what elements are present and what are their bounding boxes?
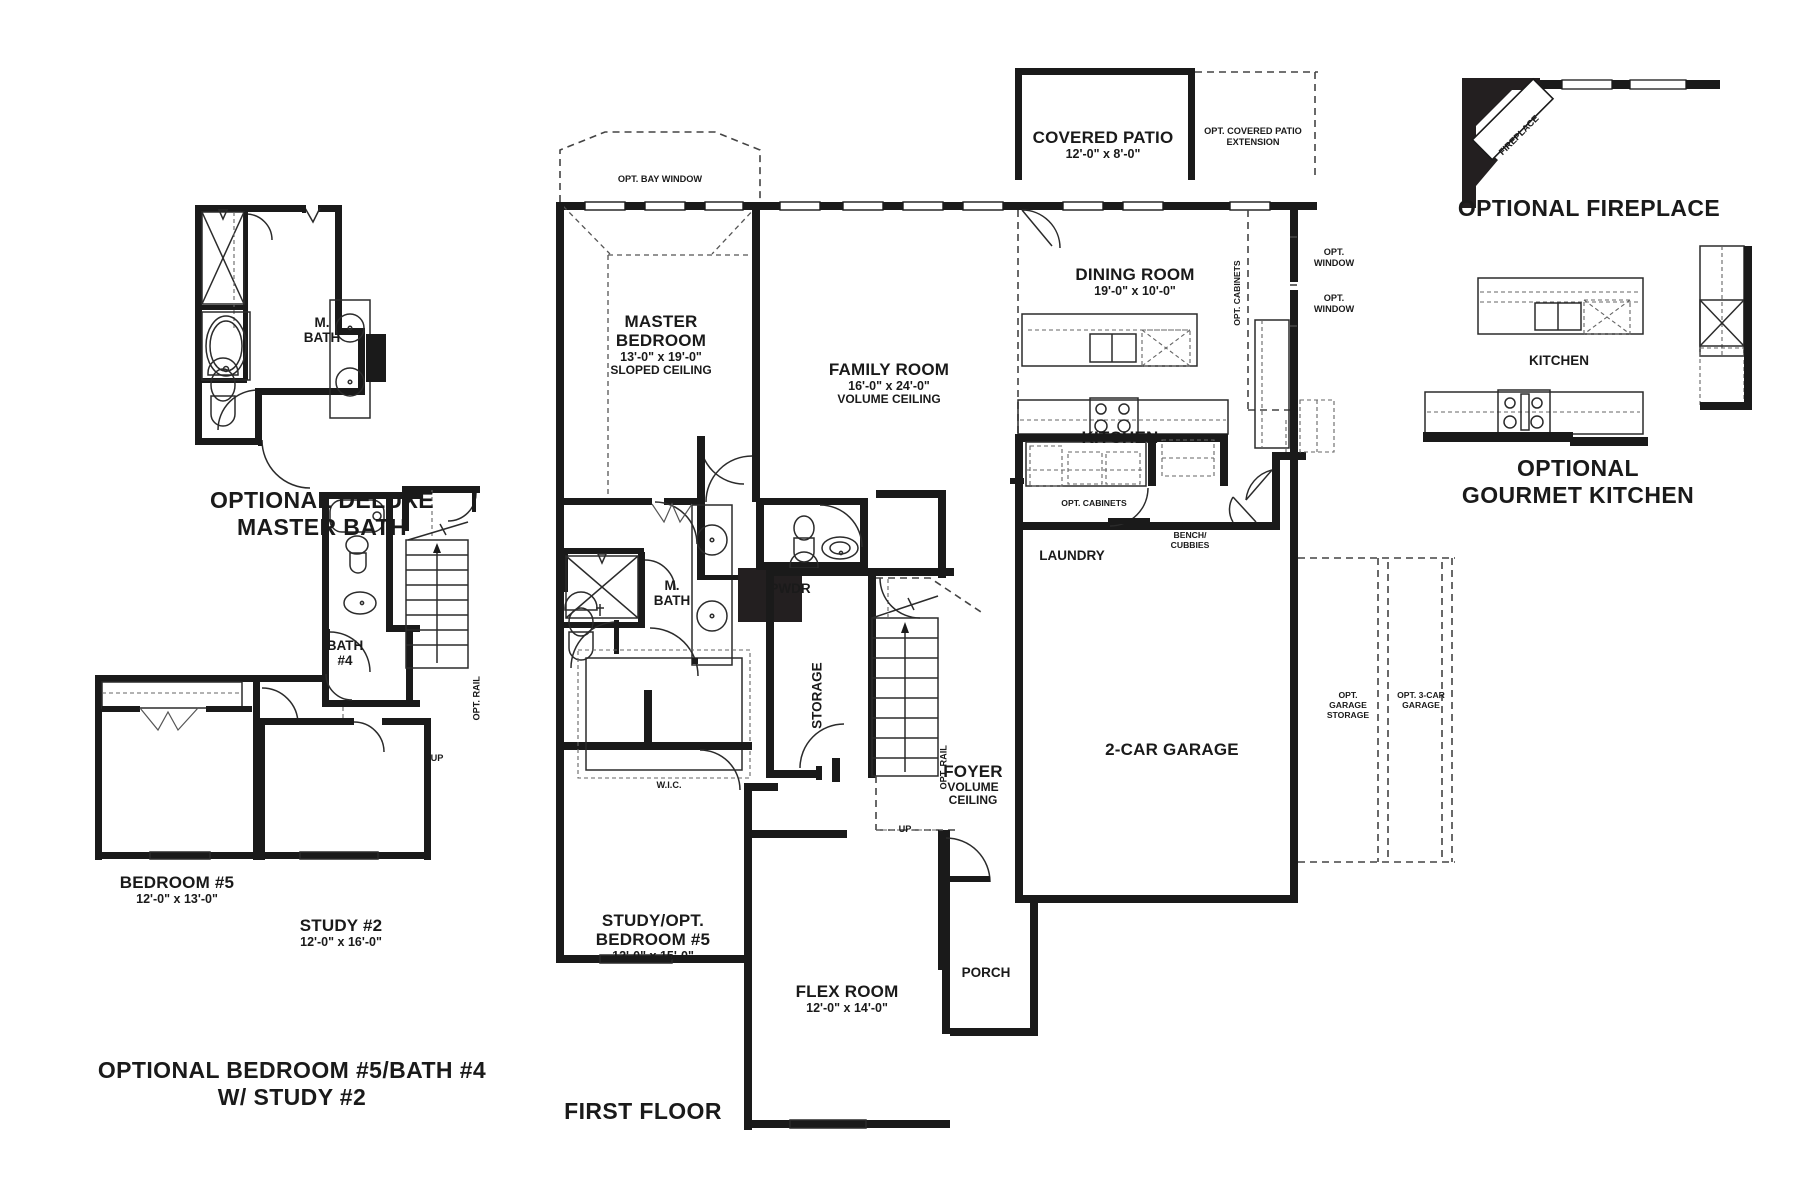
first-floor-drawing — [556, 68, 1455, 1130]
label-opt-3-car-garage: OPT. 3-CAR GARAGE — [1397, 690, 1445, 711]
label-opt-cabinets-laundry: OPT. CABINETS — [1061, 498, 1127, 508]
caption-optional-bedroom5-bath4: OPTIONAL BEDROOM #5/BATH #4 W/ STUDY #2 — [97, 1057, 487, 1110]
caption-optional-fireplace: OPTIONAL FIREPLACE — [1457, 195, 1721, 221]
label-family-room: FAMILY ROOM 16'-0" x 24'-0" VOLUME CEILI… — [828, 360, 950, 407]
label-kitchen: KITCHEN — [1081, 428, 1159, 447]
label-master-bedroom: MASTER BEDROOM 13'-0" x 19'-0" SLOPED CE… — [610, 312, 712, 378]
label-bath-4: BATH #4 — [326, 638, 364, 669]
label-study-2: STUDY #2 12'-0" x 16'-0" — [299, 916, 383, 950]
label-up-bed5: UP — [430, 753, 444, 763]
label-opt-rail-bed5: OPT. RAIL — [471, 676, 482, 721]
label-flex-room: FLEX ROOM 12'-0" x 14'-0" — [795, 982, 899, 1016]
label-gourmet-kitchen-upper: KITCHEN — [1529, 353, 1589, 368]
caption-optional-gourmet-kitchen: OPTIONAL GOURMET KITCHEN — [1461, 455, 1695, 508]
label-opt-garage-storage: OPT. GARAGE STORAGE — [1326, 690, 1370, 721]
label-storage: STORAGE — [809, 662, 825, 729]
label-study-opt-bedroom-5: STUDY/OPT. BEDROOM #5 12'-0" x 15'-0" — [595, 911, 711, 964]
label-master-bath: M. BATH — [653, 578, 691, 609]
label-opt-covered-patio-extension: OPT. COVERED PATIO EXTENSION — [1204, 126, 1302, 147]
label-2-car-garage: 2-CAR GARAGE — [1105, 740, 1239, 759]
label-foyer: FOYER VOLUME CEILING — [943, 762, 1003, 808]
label-opt-window-1: OPT. WINDOW — [1313, 247, 1355, 268]
label-opt-bench-cubbies: OPT. BENCH/ CUBBIES — [1170, 520, 1210, 551]
label-laundry: LAUNDRY — [1039, 548, 1105, 563]
label-bedroom-5: BEDROOM #5 12'-0" x 13'-0" — [119, 873, 235, 907]
label-dining-room: DINING ROOM 19'-0" x 10'-0" — [1075, 265, 1195, 299]
label-porch: PORCH — [961, 965, 1011, 980]
label-deluxe-m-bath: M. BATH — [303, 315, 341, 346]
label-pwdr: PWDR — [769, 581, 811, 596]
deluxe-master-bath-drawing — [195, 205, 386, 489]
label-opt-bay-window: OPT. BAY WINDOW — [617, 174, 703, 184]
bedroom5-option-drawing — [95, 486, 480, 860]
fireplace-option-drawing — [1462, 77, 1720, 208]
label-opt-rail-foyer: OPT. RAIL — [938, 745, 949, 790]
label-up-foyer: UP — [898, 824, 912, 834]
caption-first-floor: FIRST FLOOR — [564, 1098, 722, 1124]
label-covered-patio: COVERED PATIO 12'-0" x 8'-0" — [1032, 128, 1174, 162]
label-opt-cabinets-dining: OPT. CABINETS — [1231, 260, 1242, 326]
label-wic: W.I.C. — [656, 780, 682, 790]
caption-optional-deluxe-master-bath: OPTIONAL DELUXE MASTER BATH — [209, 487, 435, 540]
label-opt-window-2: OPT. WINDOW — [1313, 293, 1355, 314]
gourmet-kitchen-option-drawing — [1423, 245, 1752, 446]
